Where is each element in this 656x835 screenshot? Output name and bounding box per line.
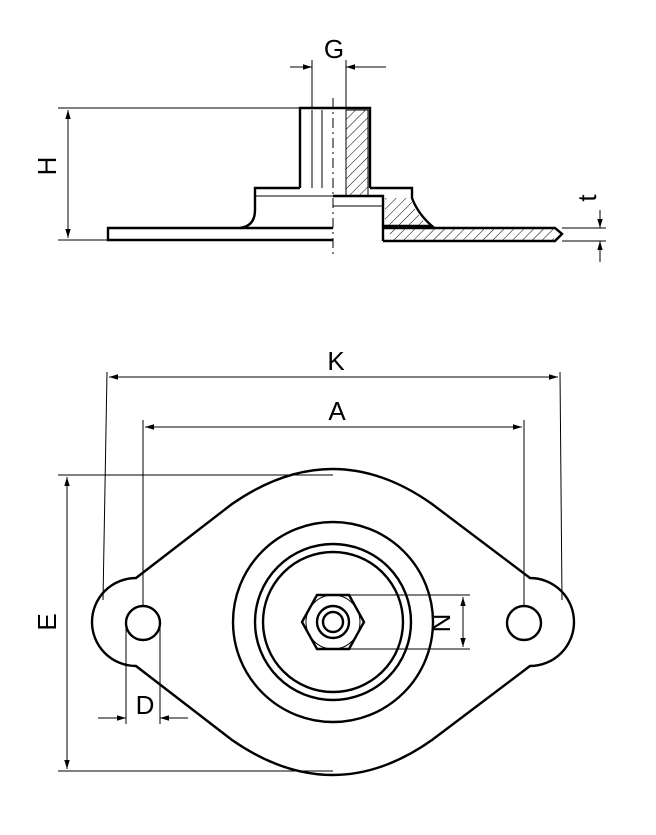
mount-hole-right (505, 604, 543, 642)
boss-ring-outer (231, 520, 435, 724)
mount-hole-left (124, 604, 162, 642)
base-plate-right-hatched (390, 229, 554, 240)
right-flange-hatch (385, 198, 428, 226)
left-boss-profile (239, 186, 300, 230)
top-view: K A E N D (32, 346, 576, 777)
dim-label-k: K (327, 346, 345, 376)
stud-right-outline (333, 106, 372, 188)
hex-nut (300, 593, 366, 651)
flange-outline (90, 467, 576, 777)
side-view: G H t (32, 34, 606, 262)
boss-ring-inner (261, 550, 405, 694)
base-plate-right-outline (383, 226, 564, 243)
bore-inner (321, 610, 345, 634)
right-flange-outline (370, 186, 436, 241)
base-plate-left (106, 226, 333, 242)
hex-chamfer-circle (305, 594, 361, 650)
stud-right-hatched (345, 109, 369, 197)
dim-label-h: H (32, 157, 62, 176)
k-ext-left (102, 371, 108, 601)
dim-label-t: t (572, 194, 602, 202)
dim-label-e: E (32, 613, 62, 630)
dim-label-g: G (324, 34, 344, 64)
boss-ring-middle (253, 542, 413, 702)
dim-label-a: A (328, 396, 346, 426)
dim-label-n: N (426, 614, 456, 633)
inner-cup (333, 194, 385, 226)
stud-left-outline (298, 106, 333, 188)
bore-outer (315, 604, 351, 640)
k-ext-right (559, 371, 563, 601)
dim-label-d: D (136, 690, 155, 720)
